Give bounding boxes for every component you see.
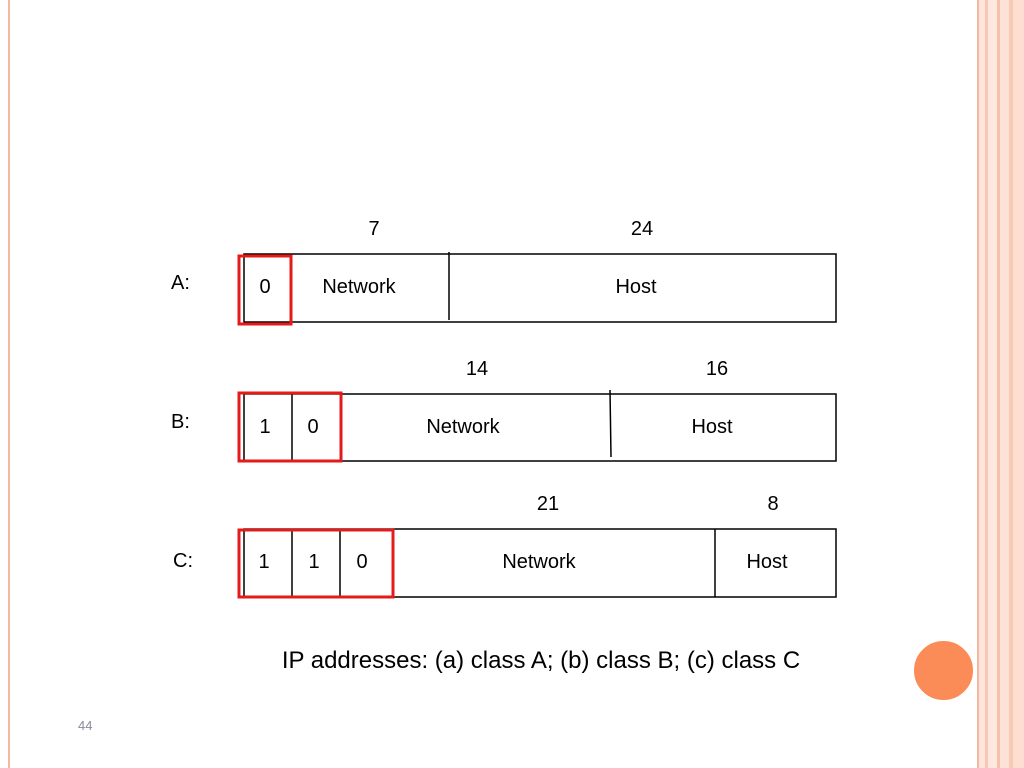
class-c-prefix-bit-1: 1	[258, 551, 269, 573]
class-b-row: B: 14 16 1 0 Network Host	[171, 358, 837, 463]
class-b-label: B:	[171, 411, 190, 433]
slide-frame-right	[975, 0, 1024, 768]
class-c-prefix-bit-2: 1	[308, 551, 319, 573]
figure-caption: IP addresses: (a) class A; (b) class B; …	[281, 647, 801, 674]
class-c-row: C: 21 8 1 1 0 Network Host	[173, 493, 837, 599]
class-a-host-field: Host	[615, 276, 657, 298]
class-a-prefix-highlight	[237, 254, 293, 326]
class-a-label: A:	[171, 272, 190, 294]
class-c-network-field: Network	[502, 551, 576, 573]
class-c-network-bits-count: 21	[537, 493, 559, 515]
class-a-address-box	[243, 253, 837, 323]
class-c-host-bits-count: 8	[767, 493, 778, 515]
class-b-prefix-bit-1: 1	[259, 416, 270, 438]
class-c-prefix-highlight	[237, 528, 395, 599]
class-a-row: A: 7 24 0 Network Host	[171, 218, 837, 326]
class-c-prefix-bit-3: 0	[356, 551, 367, 573]
class-a-network-field: Network	[322, 276, 396, 298]
class-b-prefix-highlight	[237, 391, 343, 463]
class-c-host-field: Host	[746, 551, 788, 573]
class-c-address-box	[243, 528, 837, 598]
class-b-network-bits-count: 14	[466, 358, 488, 380]
decorative-circle	[912, 639, 975, 702]
class-c-label: C:	[173, 550, 193, 572]
class-b-host-bits-count: 16	[706, 358, 728, 380]
class-a-prefix-bit: 0	[259, 276, 270, 298]
class-a-network-bits-count: 7	[368, 218, 379, 240]
class-b-network-field: Network	[426, 416, 500, 438]
class-b-host-field: Host	[691, 416, 733, 438]
page-number: 44	[78, 718, 93, 733]
class-b-prefix-bit-2: 0	[307, 416, 318, 438]
class-a-host-bits-count: 24	[631, 218, 653, 240]
class-b-network-host-divider	[609, 389, 612, 458]
slide-frame-left	[0, 0, 10, 768]
class-b-address-box	[243, 393, 837, 462]
